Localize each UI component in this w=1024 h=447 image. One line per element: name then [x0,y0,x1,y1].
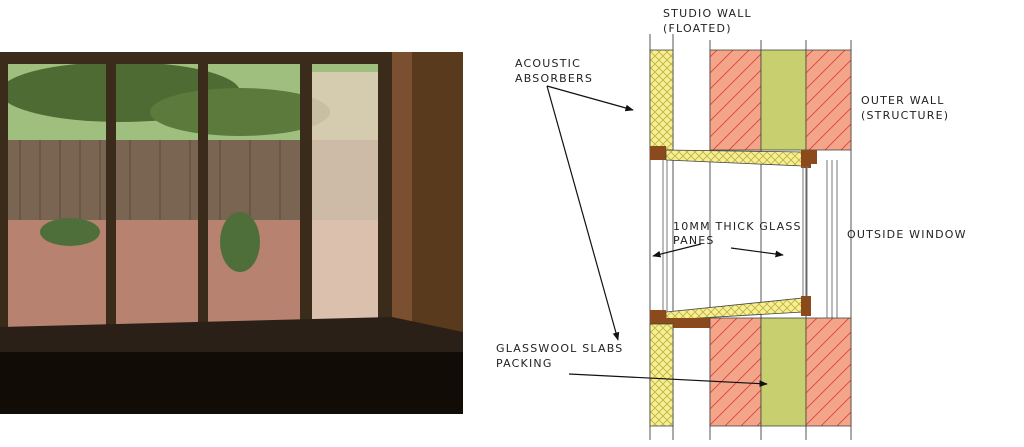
absorber-arrow-upper [546,85,634,112]
glass-panes [662,160,838,320]
studio-window-photo [0,52,463,414]
absorber-arrow-lower [546,85,620,341]
studio-wall-label: STUDIO WALL (FLOATED) [663,7,757,35]
pane-arrow-right [730,247,784,258]
window-section-diagram: STUDIO WALL (FLOATED) ACOUSTIC ABSORBERS… [496,7,967,440]
pane-arrow-left [652,243,702,258]
lower-wall-section [649,296,852,427]
glass-panes-label: 10MM THICK GLASS PANES [673,220,806,247]
outer-wall-label: OUTER WALL (STRUCTURE) [861,94,949,122]
acoustic-absorbers-label: ACOUSTIC ABSORBERS [515,57,593,85]
glasswool-arrow [568,373,768,387]
upper-wall-section [649,49,852,168]
outside-window-label: OUTSIDE WINDOW [847,228,967,241]
glasswool-packing-label: GLASSWOOL SLABS PACKING [496,342,628,370]
